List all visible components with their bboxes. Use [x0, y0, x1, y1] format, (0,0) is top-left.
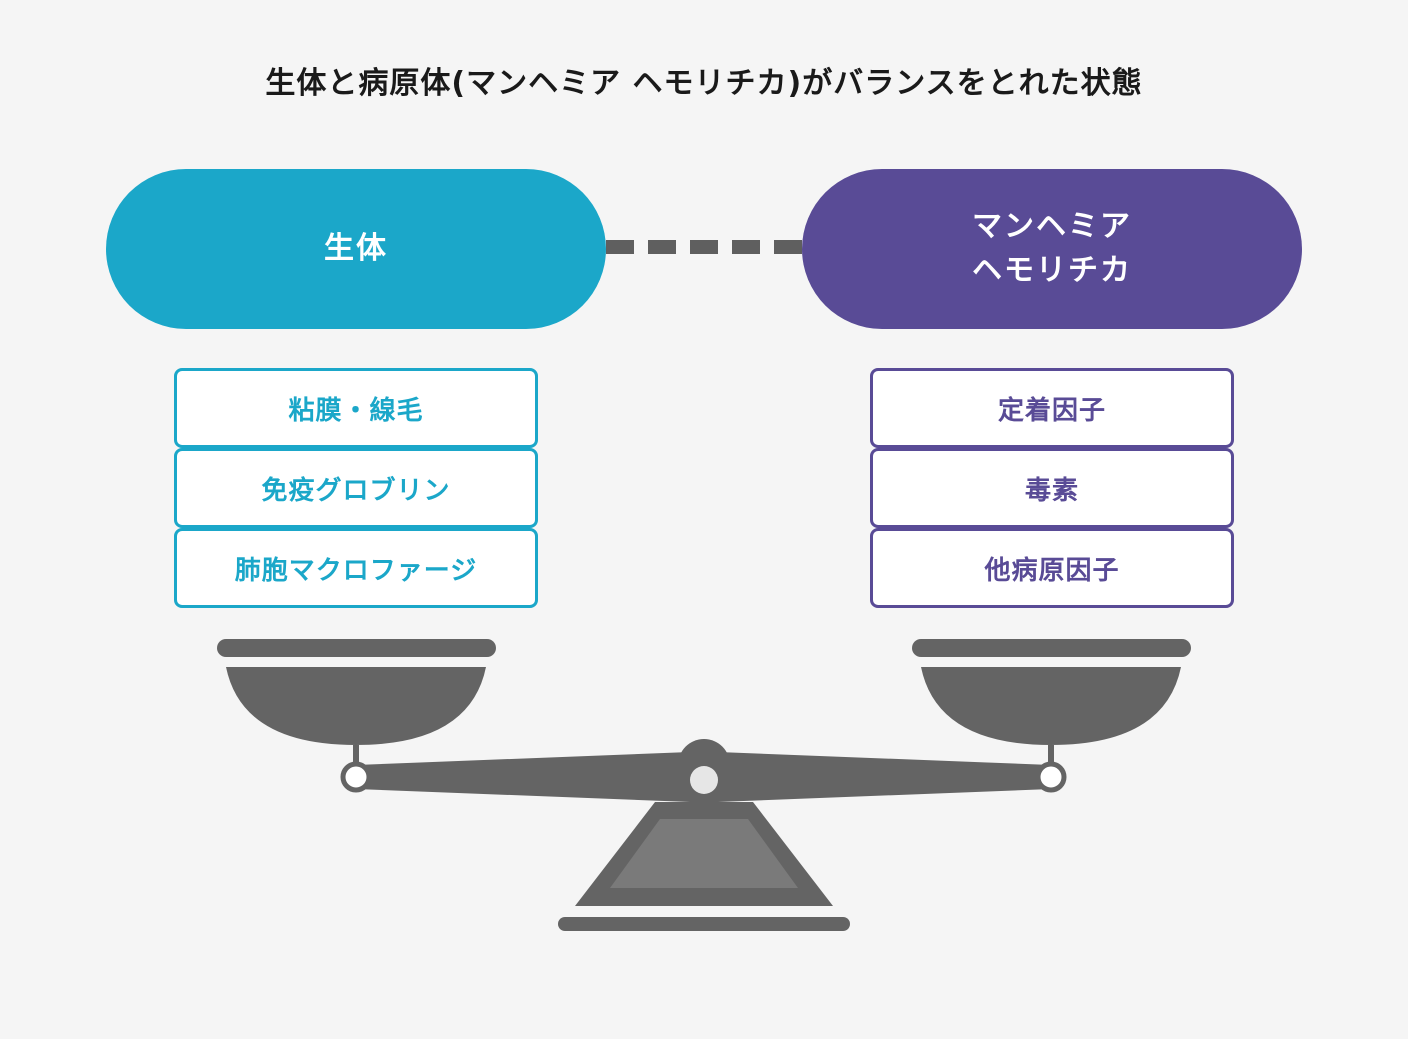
host-factor-box: 肺胞マクロファージ: [174, 528, 538, 608]
host-factor-box: 粘膜・線毛: [174, 368, 538, 448]
dashed-connector: [606, 240, 802, 254]
left-end-knob: [340, 761, 372, 793]
right-pan-bowl: [921, 667, 1181, 745]
pathogen-factor-list: 定着因子 毒素 他病原因子: [870, 368, 1234, 608]
pathogen-pill: マンヘミア ヘモリチカ: [802, 169, 1302, 329]
host-label: 生体: [324, 231, 388, 266]
pathogen-factor-box: 定着因子: [870, 368, 1234, 448]
left-pan-bowl: [226, 667, 486, 745]
host-factor-list: 粘膜・線毛 免疫グロブリン 肺胞マクロファージ: [174, 368, 538, 608]
pathogen-label: マンヘミア ヘモリチカ: [972, 209, 1132, 288]
host-pill: 生体: [106, 169, 606, 329]
pivot-knob: [690, 766, 718, 794]
stand-inner: [610, 819, 798, 888]
right-end-knob: [1035, 761, 1067, 793]
pathogen-factor-box: 毒素: [870, 448, 1234, 528]
diagram-title: 生体と病原体(マンヘミア ヘモリチカ)がバランスをとれた状態: [265, 66, 1143, 101]
host-factor-box: 免疫グロブリン: [174, 448, 538, 528]
pathogen-factor-box: 他病原因子: [870, 528, 1234, 608]
